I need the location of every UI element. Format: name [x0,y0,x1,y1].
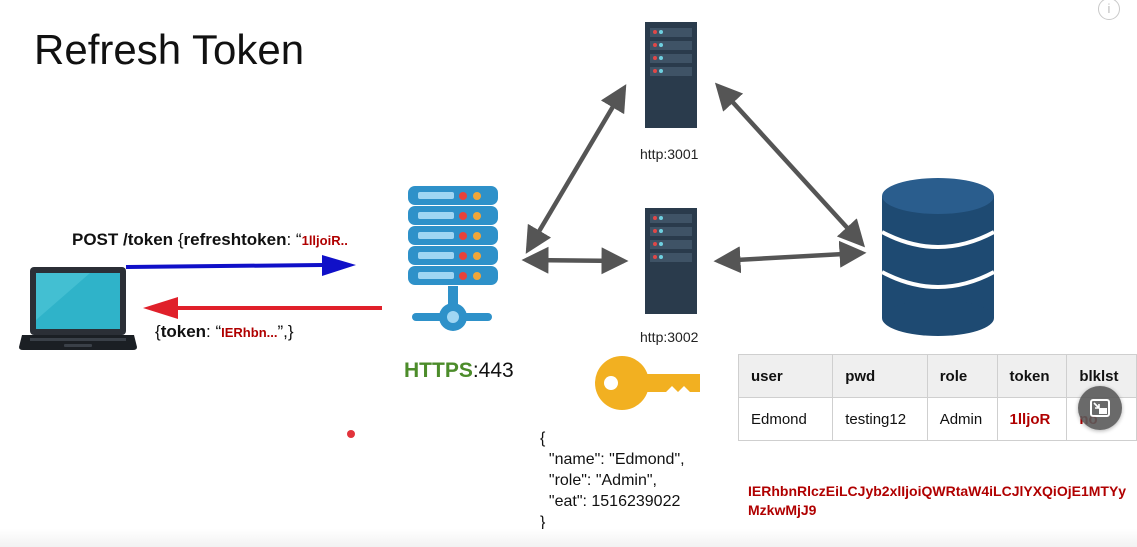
bottom-band [0,529,1137,547]
rack-server-icon [645,22,697,128]
laptop-icon [19,267,137,350]
table-row: Edmond testing12 Admin 1lljoR no [737,397,1137,441]
column-header: pwd [832,354,928,398]
response-key: token [160,322,207,341]
rack-server-icon [645,208,697,314]
table-cell: testing12 [832,397,928,441]
token-response-label: {token: “IERhbn...”,} [155,322,294,342]
table-header-row: user pwd role token blklst [737,354,1137,398]
pip-icon [1090,399,1110,417]
service-3001-label: http:3001 [640,146,699,162]
key-icon [595,356,700,410]
3002-to-database-link [713,240,867,274]
service-3002-label: http:3002 [640,329,699,345]
request-key: refreshtoken [183,230,287,249]
response-open: { [155,322,161,341]
request-method-path: POST /token [72,230,174,249]
response-token-value: IERhbn... [221,325,278,340]
encoded-token-string: IERhbnRlczEiLCJyb2xlIjoiQWRtaW4iLCJlYXQi… [748,483,1127,518]
column-header: role [926,354,998,398]
pointer-dot [347,430,355,438]
request-token-value: 1lljoiR.. [301,233,348,248]
table-cell: Admin [926,397,998,441]
response-close: ”,} [277,322,294,341]
users-table: user pwd role token blklst Edmond testin… [737,354,1137,441]
request-arrow [125,255,356,276]
gateway-to-3002-link [521,246,629,275]
gateway-scheme: HTTPS [404,359,473,382]
gateway-server-icon [408,186,498,331]
link-arrows [521,82,867,275]
request-sep: : “ [286,230,302,249]
info-icon[interactable]: i [1098,0,1120,20]
column-header: user [737,354,834,398]
response-arrow [143,297,382,319]
gateway-to-3001-link [525,84,627,254]
gateway-port: :443 [472,359,514,382]
request-body-open: { [177,230,184,249]
column-header: token [996,354,1068,398]
gateway-label: HTTPS:443 [404,359,514,383]
refresh-request-label: POST /token {refreshtoken: “1lljoiR.. [72,230,348,250]
response-sep: : “ [206,322,222,341]
slide-title: Refresh Token [34,26,305,73]
3001-to-database-link [714,82,866,248]
pip-button[interactable] [1078,386,1122,430]
jwt-payload: { "name": "Edmond", "role": "Admin", "ea… [540,430,685,531]
table-cell: 1lljoR [996,397,1068,441]
database-icon [881,178,995,336]
table-cell: Edmond [737,397,834,441]
